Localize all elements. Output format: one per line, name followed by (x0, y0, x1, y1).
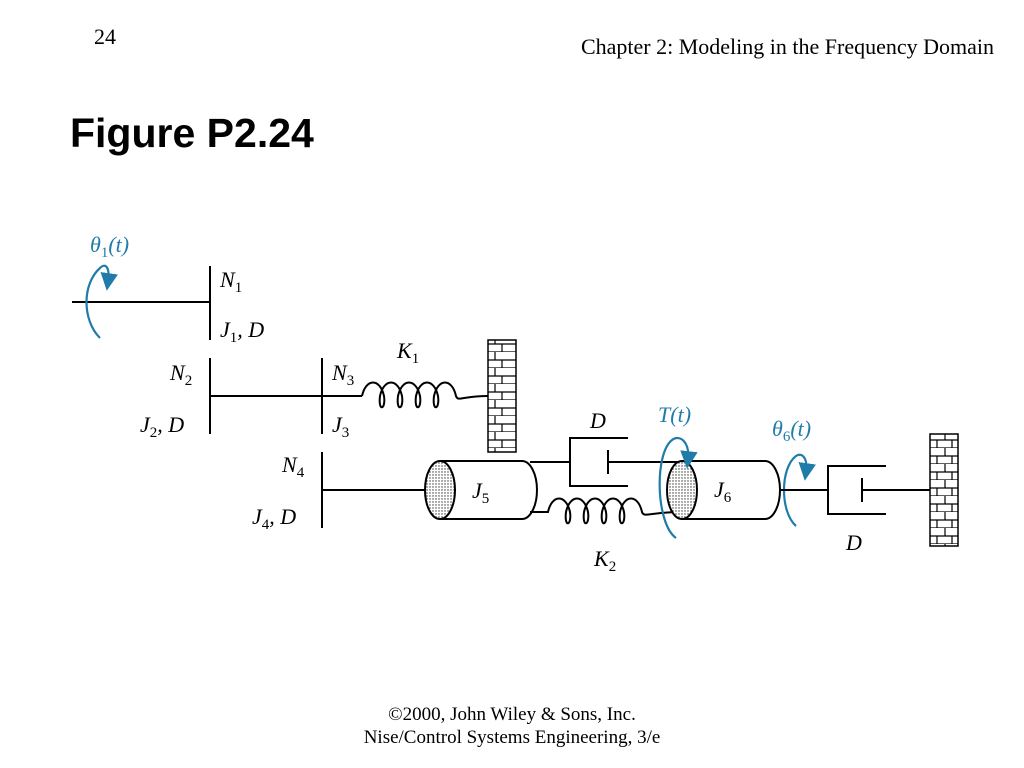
label-n3: N3 (331, 360, 354, 389)
torque-arrow (658, 436, 698, 539)
spring-k2 (530, 497, 683, 525)
label-n2: N2 (169, 360, 192, 389)
label-theta6: θ6(t) (772, 416, 811, 445)
label-n4: N4 (281, 452, 305, 481)
label-j1-d: J1, D (220, 317, 264, 346)
spring-k1 (361, 381, 489, 409)
damper-d-right-cylinder (827, 465, 886, 515)
figure-title: Figure P2.24 (70, 110, 314, 156)
label-n1: N1 (219, 267, 242, 296)
wall-right (929, 433, 959, 547)
chapter-title: Chapter 2: Modeling in the Frequency Dom… (580, 34, 994, 59)
footer-copyright: ©2000, John Wiley & Sons, Inc. (388, 704, 636, 725)
theta6-rotation-arrow (782, 453, 816, 527)
inertia-j5-face (424, 460, 456, 520)
label-j4-d: J4, D (252, 504, 296, 533)
label-j3: J3 (332, 412, 349, 441)
wall-left (487, 339, 517, 453)
label-d-right: D (845, 530, 862, 555)
label-k1: K1 (396, 338, 419, 367)
theta1-rotation-arrow (85, 264, 118, 339)
label-torque: T(t) (658, 402, 691, 427)
inertia-j5-body (440, 460, 538, 520)
footer-book: Nise/Control Systems Engineering, 3/e (363, 727, 661, 748)
label-d-top: D (589, 408, 606, 433)
inertia-j6-face (666, 460, 698, 520)
label-k2: K2 (593, 546, 616, 575)
label-j5: J5 (472, 478, 489, 507)
inertia-j6-body (682, 460, 781, 520)
label-j2-d: J2, D (140, 412, 184, 441)
page-number: 24 (94, 24, 116, 49)
label-j6: J6 (714, 477, 732, 506)
label-theta1: θ1(t) (90, 232, 129, 261)
damper-d-top-cylinder (569, 437, 628, 487)
